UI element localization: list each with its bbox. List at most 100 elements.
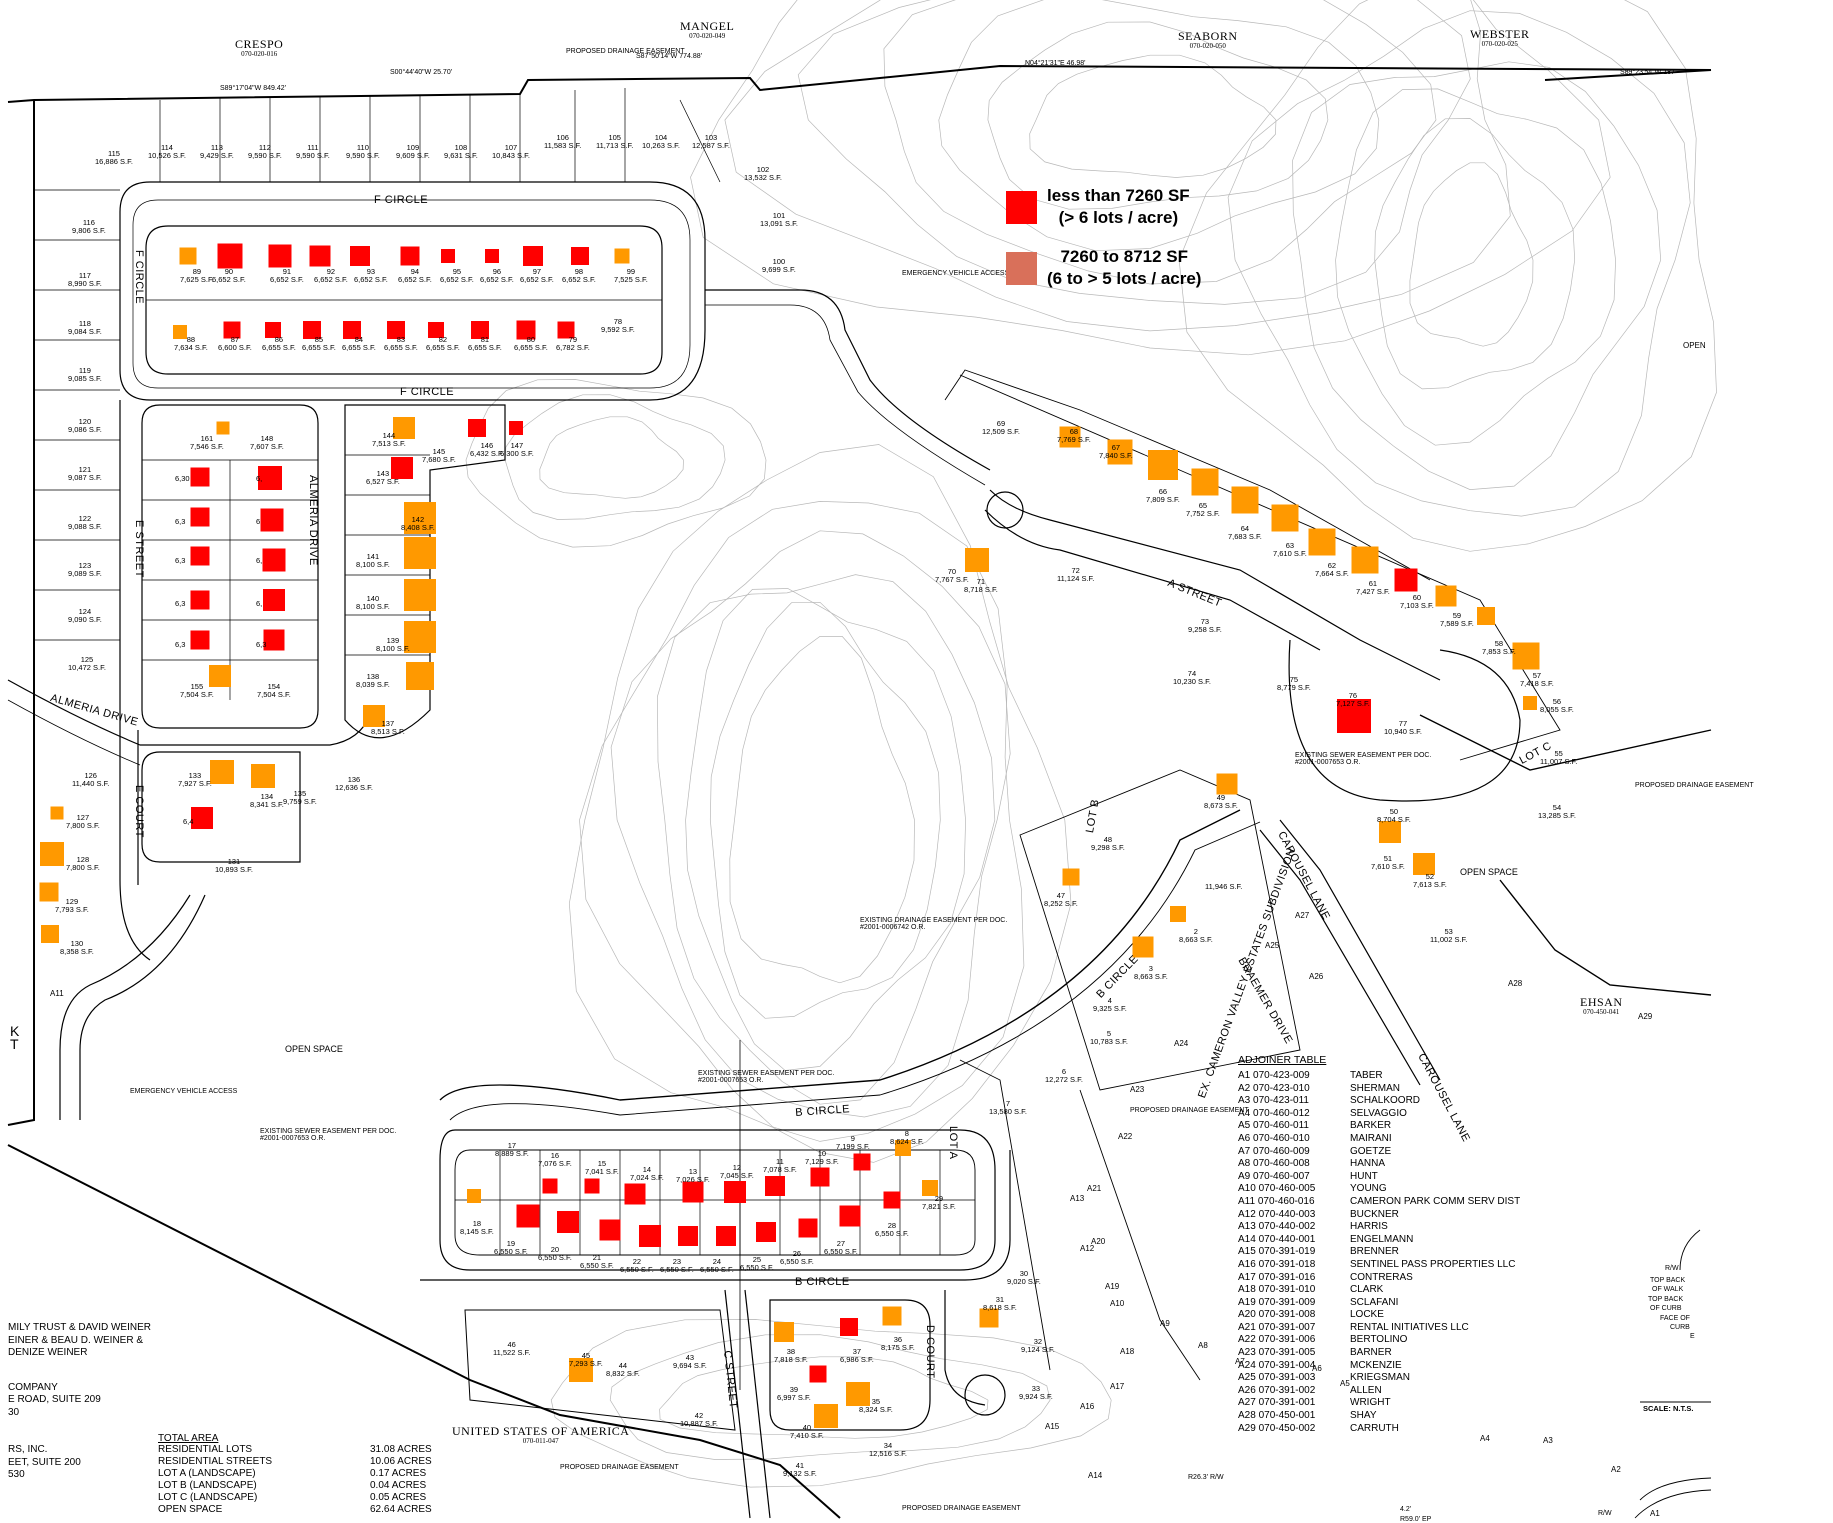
lot-number: 44: [618, 1361, 628, 1370]
lot-area: 7,927 S.F.: [178, 778, 212, 788]
boundary-line: [7, 1144, 841, 1519]
almeria-lots-line: [345, 454, 430, 656]
lot-number: 97: [532, 267, 542, 276]
lot-label: 6,: [256, 600, 262, 608]
lot-number: 52: [1425, 872, 1435, 881]
owner-apn: 070-020-050: [1189, 41, 1226, 50]
lot-number: 123: [78, 561, 92, 570]
annotation-label: OPEN SPACE: [285, 1044, 343, 1054]
contour-line: [1029, 54, 1277, 178]
lot-marker-13: [682, 1181, 704, 1203]
lot-number: 35: [871, 1397, 881, 1406]
lot-number: 116: [82, 218, 95, 227]
lot-number: 111: [307, 143, 319, 152]
lot-area: 7,680 S.F.: [422, 454, 456, 464]
lot-number: 88: [186, 335, 196, 344]
lot-number: 117: [78, 271, 91, 280]
c-street-line: [724, 1289, 751, 1519]
lot-area: 8,513 S.F.: [371, 726, 405, 736]
lot-number: 30: [1019, 1269, 1029, 1278]
lot-marker-31: [979, 1308, 999, 1328]
contour-line: [797, 0, 1471, 305]
adjoiner-owner: BARKER: [1350, 1120, 1392, 1132]
lot-marker-8: [895, 1140, 911, 1156]
lot-area: 6,3: [175, 517, 186, 526]
lot-marker-w2: [258, 466, 282, 490]
lot-marker-9: [853, 1153, 871, 1171]
lot-number: 31: [995, 1295, 1005, 1304]
lot-number: 19: [506, 1239, 516, 1248]
lot-marker-w6: [262, 548, 286, 572]
lot-area: 7,589 S.F.: [1440, 618, 1474, 628]
lot-area: 9,086 S.F.: [68, 424, 102, 434]
lot-area: 7,525 S.F.: [614, 274, 648, 284]
lot-marker-141: [404, 537, 436, 569]
lot-number: 21: [592, 1253, 602, 1262]
lot-a-line: [959, 1059, 1051, 1371]
lot-marker-45: [569, 1358, 593, 1382]
adjoiner-mark: A6: [1312, 1364, 1322, 1373]
legend-medium-density: (6 to > 5 lots / acre): [1047, 269, 1202, 288]
lot-number: 45: [581, 1351, 591, 1360]
total-area-value: 0.04 ACRES: [370, 1480, 427, 1491]
adjoiner-owner: SHERMAN: [1350, 1082, 1401, 1094]
adjoiner-mark: A10: [1110, 1299, 1125, 1308]
bearing-label: S89°17'04"W 849.42': [220, 85, 286, 92]
adjoiner-owner: SHAY: [1350, 1410, 1377, 1422]
contour-line: [709, 601, 941, 1019]
annotation-label: EXISTING SEWER EASEMENT PER DOC. #2001-0…: [1295, 752, 1432, 767]
lot-marker-29: [922, 1180, 938, 1196]
lot-area: 6,652 S.F.: [398, 274, 432, 284]
lot-marker-w7: [190, 590, 210, 610]
lot-area: 7,821 S.F.: [922, 1201, 956, 1211]
adjoiner-code: A8 070-460-008: [1238, 1158, 1310, 1170]
lot-area: 9,609 S.F.: [396, 150, 430, 160]
lot-marker-35: [846, 1382, 870, 1406]
lot-number: 95: [452, 267, 462, 276]
lot-c-loop-line: [1288, 639, 1521, 802]
lot-number: 42: [694, 1411, 704, 1420]
owner-name: SEABORN: [1178, 29, 1238, 43]
adjoiner-mark: A13: [1070, 1194, 1085, 1203]
lot-number: 86: [274, 335, 284, 344]
lot-marker-60: [1394, 568, 1418, 592]
lot-size-markers: [39, 243, 1540, 1428]
lot-number: 99: [626, 267, 636, 276]
lot-area: 7,809 S.F.: [1146, 494, 1180, 504]
lot-marker-161: [216, 421, 230, 435]
lot-number: 6: [1061, 1067, 1067, 1076]
lot-number: 20: [550, 1245, 560, 1254]
b-circle-north-2-line: [449, 821, 1261, 1121]
lot-area: 9,298 S.F.: [1091, 842, 1125, 852]
contour-line: [987, 21, 1329, 210]
lot-number: 122: [78, 514, 92, 523]
lot-area: 6,3: [175, 640, 186, 649]
contour-line: [1409, 162, 1534, 347]
contour-line: [1335, 88, 1616, 446]
lot-number: 105: [608, 133, 621, 142]
lot-area: 6,550 S.F.: [660, 1264, 694, 1274]
lot-area: 6,782 S.F.: [556, 342, 590, 352]
lot-number: 56: [1552, 697, 1562, 706]
